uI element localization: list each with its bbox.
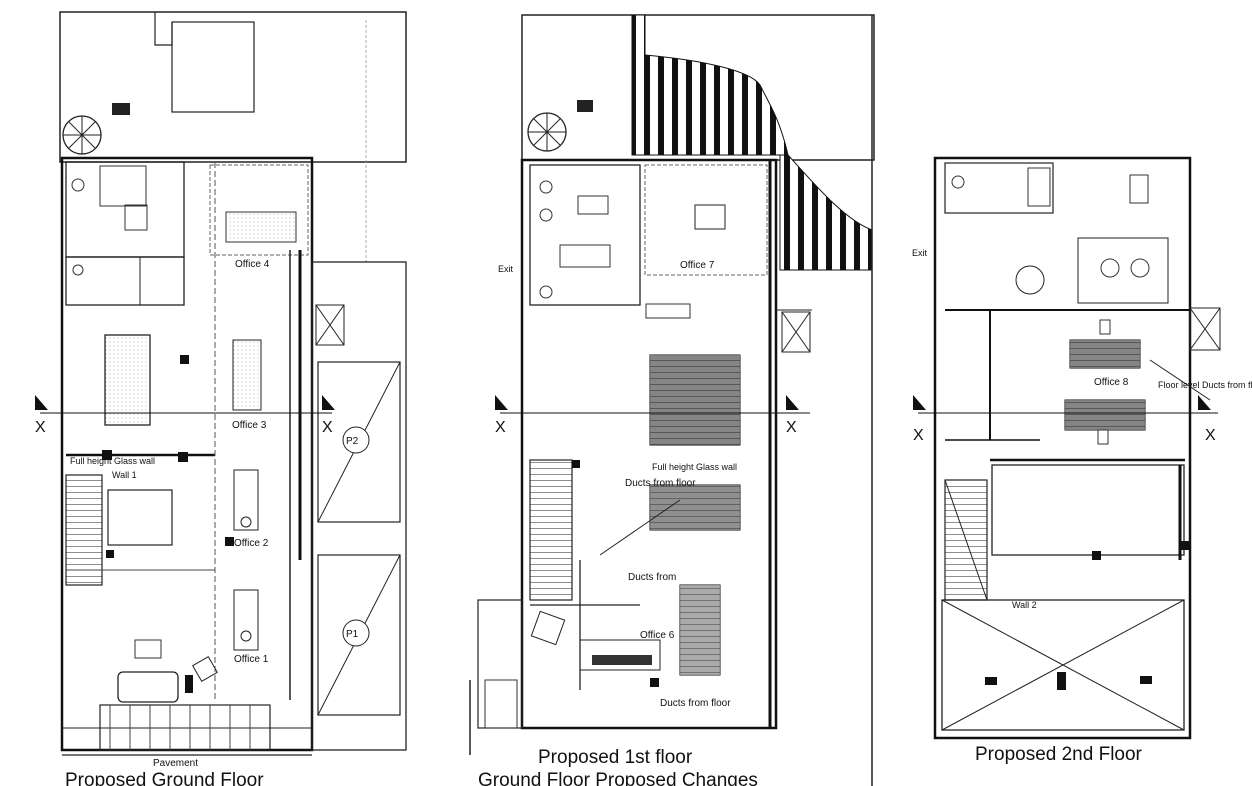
section-mark-ground-right: X (322, 419, 333, 436)
label-office-2: Office 2 (234, 538, 269, 549)
label-pavement: Pavement (153, 758, 198, 769)
label-ducts-from-floor: Ducts from floor (625, 478, 696, 489)
label-office-6: Office 6 (640, 630, 675, 641)
label-wall-1: Wall 1 (112, 470, 137, 480)
spiral-staircase (527, 112, 567, 152)
section-mark-first-left: X (495, 419, 506, 436)
label-office-3: Office 3 (232, 420, 267, 431)
section-mark-second-left: X (913, 427, 924, 444)
label-parking-1: P1 (346, 629, 359, 640)
caption-first-floor: Proposed 1st floor (538, 747, 693, 768)
caption-second-floor: Proposed 2nd Floor (975, 744, 1143, 765)
first-floor-plan (469, 14, 875, 786)
label-glass-wall-first: Full height Glass wall (652, 462, 737, 472)
label-floor-level-ducts: Floor level Ducts from floor panel (1158, 380, 1252, 390)
section-mark-second-right: X (1205, 427, 1216, 444)
label-parking-2: P2 (346, 436, 359, 447)
caption-ground-floor-changes: Ground Floor Proposed Changes (478, 770, 758, 786)
second-floor-plan (913, 156, 1221, 740)
label-office-1: Office 1 (234, 654, 269, 665)
label-office-8: Office 8 (1094, 377, 1129, 388)
caption-ground-floor: Proposed Ground Floor (65, 770, 264, 786)
label-wall-2: Wall 2 (1012, 600, 1037, 610)
label-exit-first: Exit (498, 264, 514, 274)
label-glass-wall: Full height Glass wall (70, 456, 155, 466)
ground-floor-plan (35, 11, 407, 756)
section-mark-first-right: X (786, 419, 797, 436)
label-office-4: Office 4 (235, 259, 270, 270)
label-office-7: Office 7 (680, 260, 715, 271)
section-mark-ground-left: X (35, 419, 46, 436)
label-ducts-from: Ducts from (628, 572, 676, 583)
label-exit-second: Exit (912, 248, 928, 258)
label-ducts-from-floor-2: Ducts from floor (660, 698, 731, 709)
spiral-staircase (62, 115, 102, 155)
